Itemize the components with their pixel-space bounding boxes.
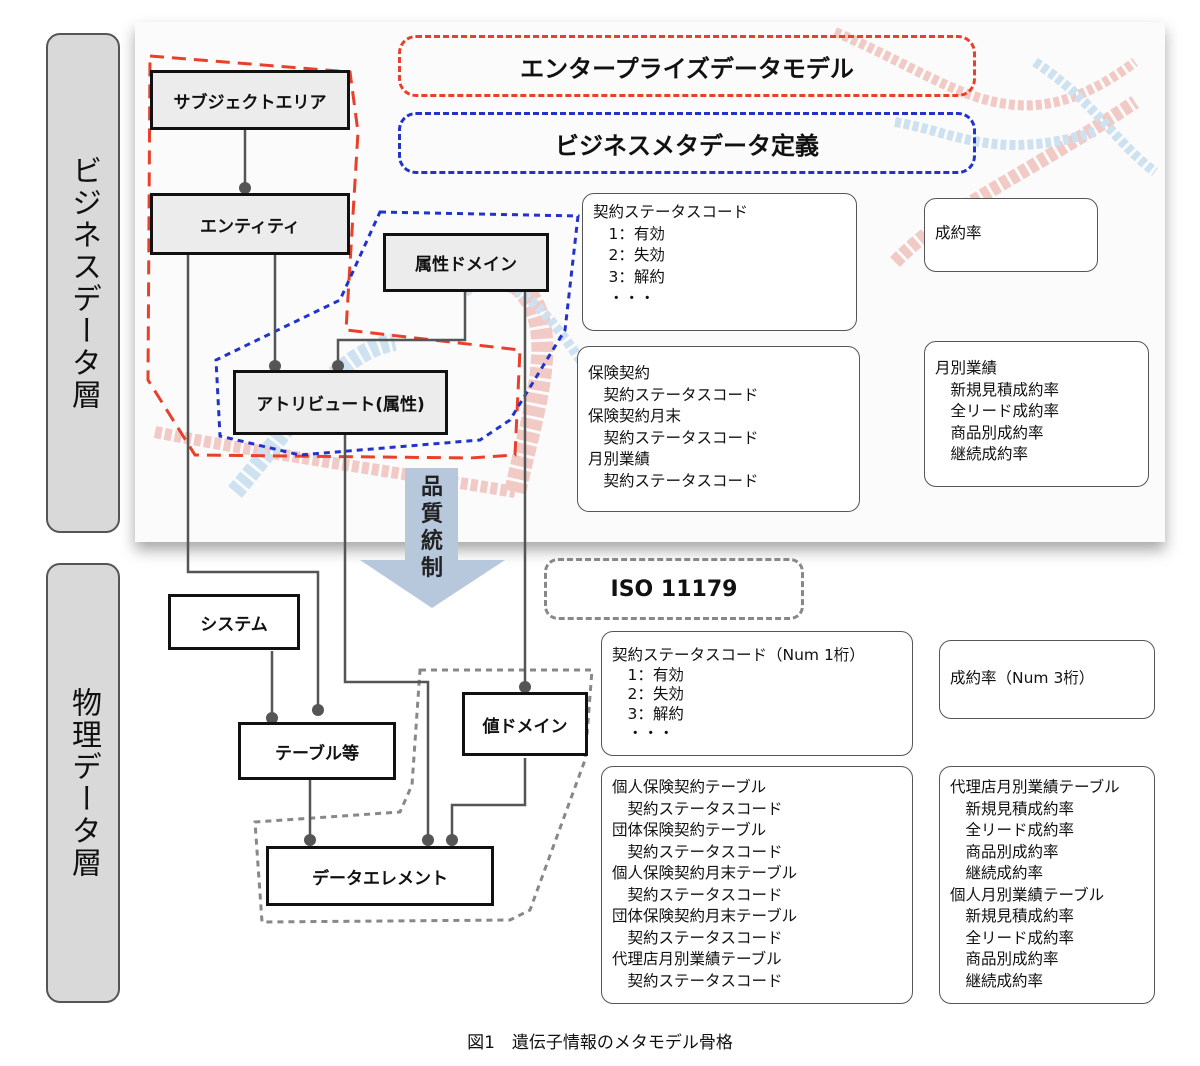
physical-layer-label: 物理データ層 <box>46 563 120 1003</box>
success-rate-note: 成約率 <box>924 198 1098 272</box>
note-line: 新規見積成約率 <box>935 380 1060 399</box>
note-line: 契約ステータスコード <box>612 885 783 904</box>
physical-layer-text: 物理データ層 <box>66 687 101 879</box>
note-line: 継続成約率 <box>935 445 1029 463</box>
note-line: 成約率 <box>935 224 982 242</box>
note-line: 商品別成約率 <box>950 950 1059 968</box>
quality-char-3: 統 <box>420 529 443 554</box>
note-line: 全リード成約率 <box>950 928 1075 947</box>
note-line: 保険契約 <box>588 364 651 382</box>
note-line: 契約ステータスコード <box>612 928 783 947</box>
quality-char-4: 制 <box>420 556 443 581</box>
system-label: システム <box>200 614 268 635</box>
note-line: 3：解約 <box>612 704 684 723</box>
note-line: 契約ステータスコード <box>588 385 759 404</box>
iso-title: ISO 11179 <box>544 558 804 620</box>
enterprise-model-text: エンタープライズデータモデル <box>520 54 854 83</box>
note-line: 個人保険契約月末テーブル <box>612 864 798 882</box>
attribute-label: アトリビュート(属性) <box>256 395 425 415</box>
subject-area-label: サブジェクトエリア <box>173 92 327 113</box>
note-line: 月別業績 <box>935 359 998 377</box>
note-line: 代理店月別業績テーブル <box>612 950 782 968</box>
value-domain-label: 値ドメイン <box>482 716 568 737</box>
note-line: 契約ステータスコード <box>612 971 783 990</box>
note-line: 3：解約 <box>593 267 665 286</box>
system-box: システム <box>168 594 300 650</box>
monthly-performance-note: 月別業績 新規見積成約率 全リード成約率 商品別成約率 継続成約率 <box>924 341 1149 487</box>
note-line: 全リード成約率 <box>935 402 1060 420</box>
quality-char-2: 質 <box>420 502 443 527</box>
note-line: 商品別成約率 <box>950 842 1059 861</box>
business-usage-note: 保険契約 契約ステータスコード 保険契約月末 契約ステータスコード 月別業績 契… <box>577 346 860 512</box>
note-line: ・・・ <box>593 289 656 307</box>
note-line: ・・・ <box>612 724 675 742</box>
attribute-domain-box: 属性ドメイン <box>383 233 549 292</box>
note-line: 1：有効 <box>612 665 684 684</box>
physical-contract-status-note: 契約ステータスコード（Num 1桁） 1：有効 2：失効 3：解約 ・・・ <box>601 631 913 756</box>
contract-status-note: 契約ステータスコード 1：有効 2：失効 3：解約 ・・・ <box>582 193 857 331</box>
enterprise-model-region <box>146 54 522 460</box>
figure-caption: 図1 遺伝子情報のメタモデル骨格 <box>467 1033 733 1053</box>
iso-text: ISO 11179 <box>610 576 738 602</box>
business-layer-label: ビジネスデータ層 <box>46 33 120 533</box>
attribute-domain-label: 属性ドメイン <box>415 255 517 275</box>
data-element-box: データエレメント <box>266 846 494 906</box>
table-label: テーブル等 <box>275 743 359 764</box>
note-line: 月別業績 <box>588 450 651 468</box>
business-layer-text: ビジネスデータ層 <box>66 155 101 411</box>
note-line: 契約ステータスコード <box>612 842 783 861</box>
physical-performance-tables-note: 代理店月別業績テーブル 新規見積成約率 全リード成約率 商品別成約率 継続成約率… <box>939 766 1155 1004</box>
value-domain-box: 値ドメイン <box>462 692 588 756</box>
note-line: 継続成約率 <box>950 864 1044 882</box>
note-line: 継続成約率 <box>950 971 1044 990</box>
table-box: テーブル等 <box>238 722 396 780</box>
note-line: 全リード成約率 <box>950 821 1075 839</box>
note-line: 新規見積成約率 <box>950 907 1075 925</box>
business-meta-title: ビジネスメタデータ定義 <box>398 112 976 174</box>
note-line: 団体保険契約テーブル <box>612 821 767 839</box>
note-line: 商品別成約率 <box>935 423 1044 442</box>
note-line: 団体保険契約月末テーブル <box>612 907 798 925</box>
quality-char-1: 品 <box>420 475 443 500</box>
business-meta-region <box>214 210 580 457</box>
note-line: 代理店月別業績テーブル <box>950 778 1120 796</box>
note-line: 契約ステータスコード <box>588 428 759 447</box>
note-line: 個人月別業績テーブル <box>950 885 1105 904</box>
quality-control-label: 品 質 統 制 <box>410 474 454 582</box>
note-line: 2：失効 <box>612 685 684 703</box>
note-line: 新規見積成約率 <box>950 799 1075 818</box>
note-line: 契約ステータスコード <box>593 203 749 221</box>
data-element-label: データエレメント <box>312 868 448 889</box>
quality-arrow <box>360 468 505 608</box>
note-line: 契約ステータスコード <box>588 471 759 490</box>
physical-tables-note: 個人保険契約テーブル 契約ステータスコード 団体保険契約テーブル 契約ステータス… <box>601 766 913 1004</box>
note-line: 契約ステータスコード <box>612 799 783 818</box>
physical-success-rate-note: 成約率（Num 3桁） <box>939 640 1155 719</box>
note-line: 成約率（Num 3桁） <box>950 669 1095 687</box>
note-line: 2：失効 <box>593 246 665 264</box>
note-line: 契約ステータスコード（Num 1桁） <box>612 646 865 664</box>
entity-label: エンティティ <box>200 216 300 237</box>
enterprise-model-title: エンタープライズデータモデル <box>398 35 976 97</box>
entity-box: エンティティ <box>150 193 350 255</box>
note-line: 1：有効 <box>593 224 665 243</box>
business-meta-text: ビジネスメタデータ定義 <box>555 131 819 160</box>
attribute-box: アトリビュート(属性) <box>233 370 448 435</box>
subject-area-box: サブジェクトエリア <box>150 70 350 130</box>
note-line: 個人保険契約テーブル <box>612 778 767 796</box>
note-line: 保険契約月末 <box>588 407 682 425</box>
